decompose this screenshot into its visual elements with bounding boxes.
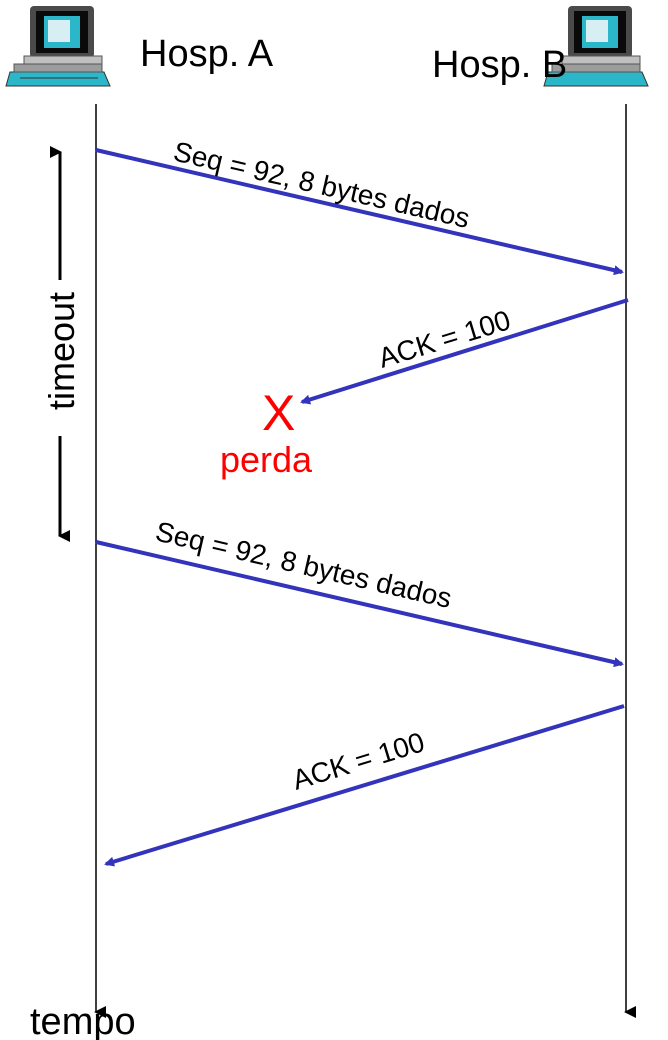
seq-segment-1-label: Seq = 92, 8 bytes dados [171,136,473,234]
desktop-computer-icon [5,6,111,87]
ack-segment-2 [104,704,625,867]
seq-segment-1 [95,148,624,276]
seq-segment-2 [95,540,624,668]
time-axis-label: tempo [30,1001,136,1040]
timeout-label: timeout [41,292,82,410]
ack-segment-1 [300,298,629,405]
loss-label: perda [220,439,313,480]
desktop-computer-icon [543,6,649,87]
ack-segment-1-label: ACK = 100 [375,304,514,373]
loss-mark: X [262,385,295,441]
host-b-label: Hosp. B [432,44,567,86]
host-a-label: Hosp. A [140,33,274,75]
